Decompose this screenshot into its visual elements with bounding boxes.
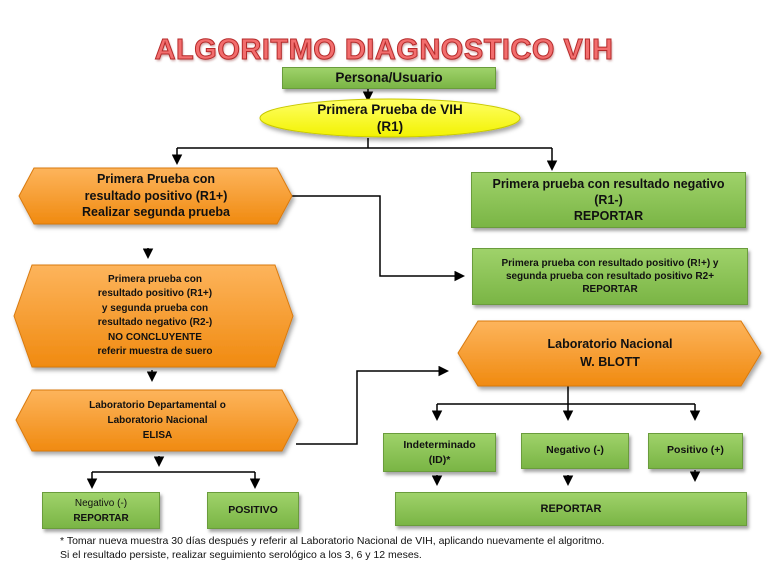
lab-nacional-label: Laboratorio Nacional W. BLOTT — [547, 336, 673, 369]
no-concluyente-shape — [13, 264, 294, 368]
positivo-r2-box: Primera prueba con resultado positivo (R… — [472, 248, 748, 305]
primera-prueba-ellipse — [259, 98, 521, 138]
arrow-to-r2-positivo — [292, 195, 465, 282]
indeterminado-box: Indeterminado (ID)* — [383, 433, 496, 472]
elisa-positivo-box: POSITIVO — [207, 492, 299, 529]
wb-negativo-box: Negativo (-) — [521, 433, 629, 469]
elisa-negativo-box: Negativo (-) REPORTAR — [42, 492, 160, 529]
arrow-to-lab-nacional — [296, 365, 449, 445]
reportar-wb-box: REPORTAR — [395, 492, 747, 526]
negativo-r1-box: Primera prueba con resultado negativo (R… — [471, 172, 746, 228]
positivo-r1-label: Primera Prueba con resultado positivo (R… — [82, 172, 230, 220]
positivo-r1-shape — [18, 167, 293, 225]
lab-nacional-shape — [457, 320, 762, 387]
no-concluyente-label: Primera prueba con resultado positivo (R… — [97, 273, 213, 358]
persona-usuario-box: Persona/Usuario — [282, 67, 496, 89]
primera-prueba-label: Primera Prueba de VIH (R1) — [317, 102, 463, 134]
lab-departamental-label: Laboratorio Departamental o Laboratorio … — [89, 399, 226, 441]
diagram-title: ALGORITMO DIAGNOSTICO VIH — [154, 34, 614, 67]
footnote: * Tomar nueva muestra 30 días después y … — [60, 535, 605, 561]
wb-positivo-box: Positivo (+) — [648, 433, 743, 469]
lab-departamental-shape — [15, 389, 299, 452]
